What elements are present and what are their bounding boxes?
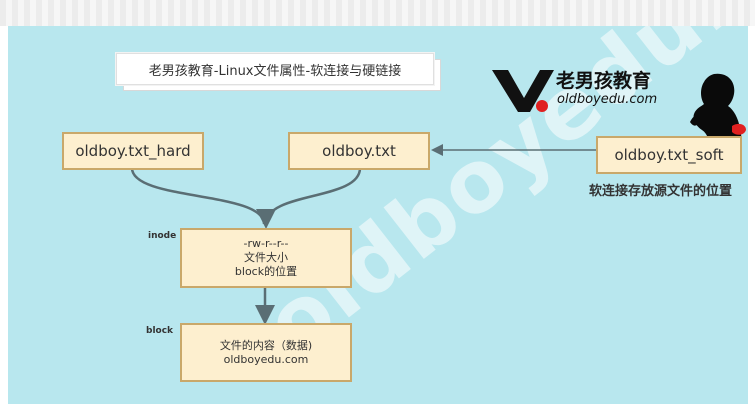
diagram-canvas: oldboyedu.com 老男孩教育-Linux文件属性-软连接与硬链接 老男… xyxy=(8,26,748,404)
hard-link-file-node: oldboy.txt_hard xyxy=(62,132,204,170)
brand-logo-icon xyxy=(492,70,554,112)
inode-label: inode xyxy=(148,231,177,241)
connector-lines xyxy=(130,144,596,325)
window-top-strip xyxy=(0,0,755,26)
inode-permissions: -rw-r--r-- xyxy=(243,237,289,250)
brand-name: 老男孩教育 xyxy=(556,70,652,92)
block-content-value: oldboyedu.com xyxy=(223,352,309,366)
mascot-silhouette-icon xyxy=(690,73,746,152)
block-node: 文件的内容（数据) oldboyedu.com xyxy=(180,323,352,382)
brand-url: oldboyedu.com xyxy=(557,92,658,107)
original-to-inode-connector xyxy=(256,167,362,229)
block-label: block xyxy=(146,326,174,336)
original-file-node: oldboy.txt xyxy=(288,132,430,170)
soft-link-caption: 软连接存放源文件的位置 xyxy=(589,184,733,199)
block-content-label: 文件的内容（数据) xyxy=(219,338,313,352)
soft-link-filename: oldboy.txt_soft xyxy=(614,146,724,164)
soft-link-file-node: oldboy.txt_soft xyxy=(596,136,742,174)
diagram-title: 老男孩教育-Linux文件属性-软连接与硬链接 xyxy=(116,53,434,85)
hard-link-filename: oldboy.txt_hard xyxy=(75,142,191,160)
hard-to-inode-connector xyxy=(130,167,266,225)
inode-file-size: 文件大小 xyxy=(244,251,288,264)
inode-block-location: block的位置 xyxy=(234,265,298,278)
original-filename: oldboy.txt xyxy=(322,142,396,160)
inode-node: -rw-r--r-- 文件大小 block的位置 xyxy=(180,228,352,288)
